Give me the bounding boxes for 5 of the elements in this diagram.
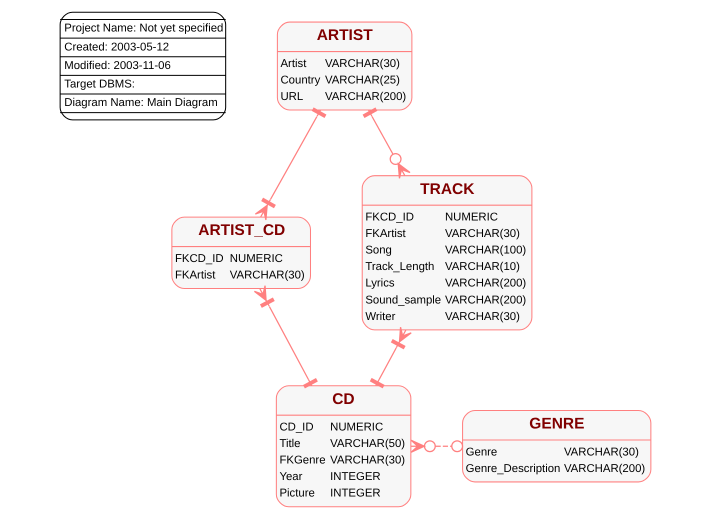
connector (254, 107, 326, 221)
connector (410, 440, 463, 453)
connector (362, 107, 410, 179)
connector (253, 285, 318, 388)
connector (369, 326, 412, 388)
